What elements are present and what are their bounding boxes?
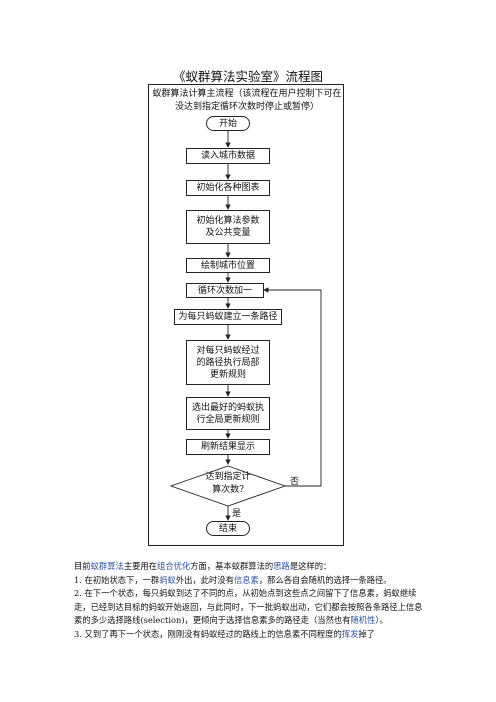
- link-combinatorial-optimization[interactable]: 组合优化: [157, 561, 191, 571]
- refresh-display-step: 刷新结果显示: [186, 439, 270, 455]
- paragraph-3: 3. 又到了再下一个状态，刚刚没有蚂蚁经过的路线上的信息素不同程度的挥发掉了: [74, 628, 375, 639]
- init-params-step: 初始化算法参数 及公共变量: [186, 210, 270, 244]
- decision-label: 达到指定计 算次数?: [205, 472, 251, 495]
- link-randomness[interactable]: 随机性: [350, 615, 376, 626]
- init-tables-step: 初始化各种图表: [186, 180, 270, 196]
- link-ant[interactable]: 蚂蚁: [159, 574, 176, 585]
- global-update-step: 选出最好的蚂蚁执 行全局更新规则: [186, 397, 270, 430]
- body-text: 目前蚁群算法主要用在组合优化方面，基本蚁群算法的思路是这样的： 1. 在初始状态…: [74, 560, 424, 642]
- document-title: 《蚁群算法实验室》流程图: [172, 69, 323, 84]
- local-update-step: 对每只蚂蚁经过 的路径执行局部 更新规则: [186, 340, 270, 385]
- start-node: 开始: [206, 116, 250, 131]
- link-ant-colony-algorithm[interactable]: 蚁群算法: [90, 561, 124, 571]
- read-city-step: 读入城市数据: [186, 148, 270, 164]
- link-idea[interactable]: 思路: [273, 561, 290, 571]
- link-volatilize[interactable]: 挥发: [341, 628, 359, 639]
- link-pheromone[interactable]: 信息素: [233, 574, 259, 585]
- no-branch-label: 否: [290, 477, 300, 487]
- paragraph-2: 2. 在下一个状态，每只蚂蚁到达了不同的点，从初始点到这些点之间留下了信息素，蚂…: [74, 588, 423, 626]
- loop-increment-step: 循环次数加一: [186, 283, 264, 298]
- intro-paragraph: 目前蚁群算法主要用在组合优化方面，基本蚁群算法的思路是这样的：: [74, 561, 332, 571]
- paragraph-1: 1. 在初始状态下，一群蚂蚁外出，此时没有信息素，那么各自会随机的选择一条路径。: [74, 574, 392, 585]
- flowchart-caption: 蚁群算法计算主流程（该流程在用户控制下可在 没达到指定循环次数时停止或暂停）: [152, 89, 342, 112]
- end-node: 结束: [206, 521, 250, 536]
- build-path-step: 为每只蚂蚁建立一条路径: [174, 309, 282, 325]
- yes-branch-label: 是: [232, 509, 242, 519]
- flowchart-frame: 蚁群算法计算主流程（该流程在用户控制下可在 没达到指定循环次数时停止或暂停）: [148, 84, 344, 546]
- draw-cities-step: 绘制城市位置: [186, 258, 270, 273]
